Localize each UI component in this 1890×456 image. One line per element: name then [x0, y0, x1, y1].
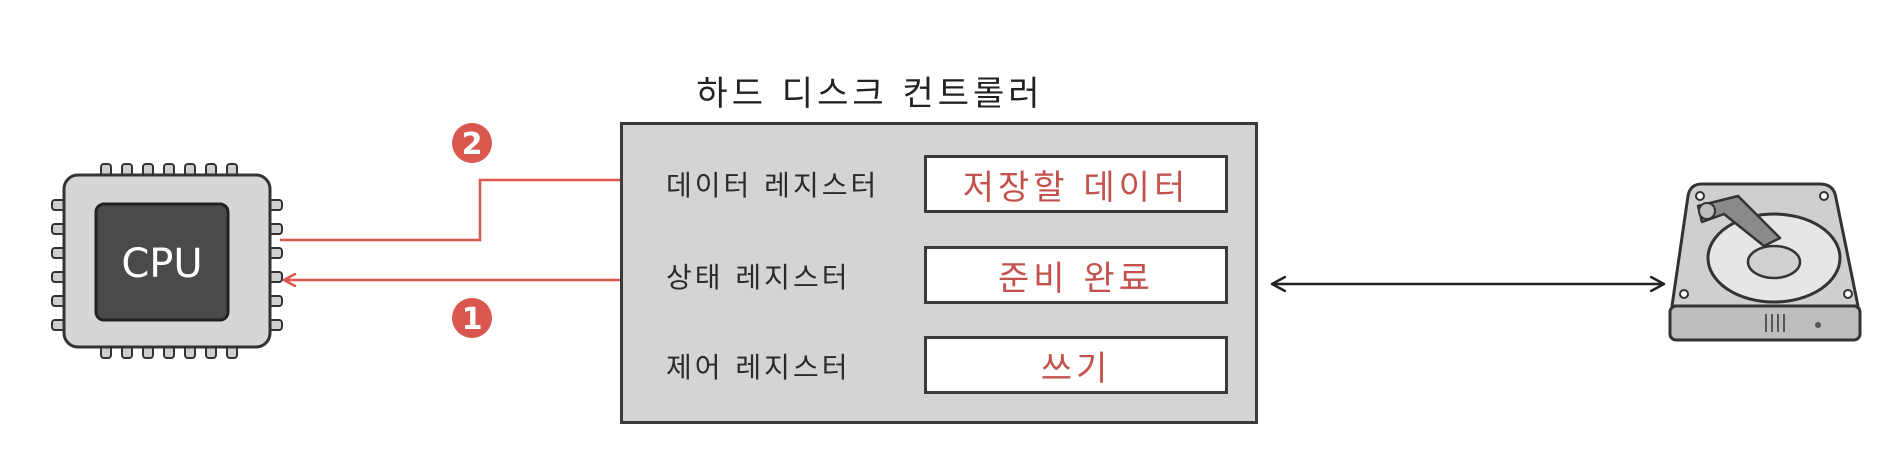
- data-register-value: 저장할 데이터: [924, 155, 1228, 213]
- svg-text:1: 1: [462, 302, 483, 337]
- data-register-label: 데이터 레지스터: [666, 169, 880, 202]
- step-badge-2: 2: [452, 123, 492, 163]
- control-register-value: 쓰기: [924, 336, 1228, 394]
- status-register-label: 상태 레지스터: [666, 261, 851, 294]
- step-badge-1: 1: [452, 298, 492, 338]
- status-register-value: 준비 완료: [924, 246, 1228, 304]
- controller-title: 하드 디스크 컨트롤러: [696, 74, 1044, 114]
- control-register-label: 제어 레지스터: [666, 351, 851, 384]
- write-data-arrow: [280, 180, 662, 242]
- svg-text:2: 2: [462, 127, 483, 162]
- cpu-label: CPU: [121, 241, 202, 287]
- cpu-chip-icon: CPU: [51, 163, 283, 359]
- hard-disk-drive-icon: [1668, 182, 1862, 342]
